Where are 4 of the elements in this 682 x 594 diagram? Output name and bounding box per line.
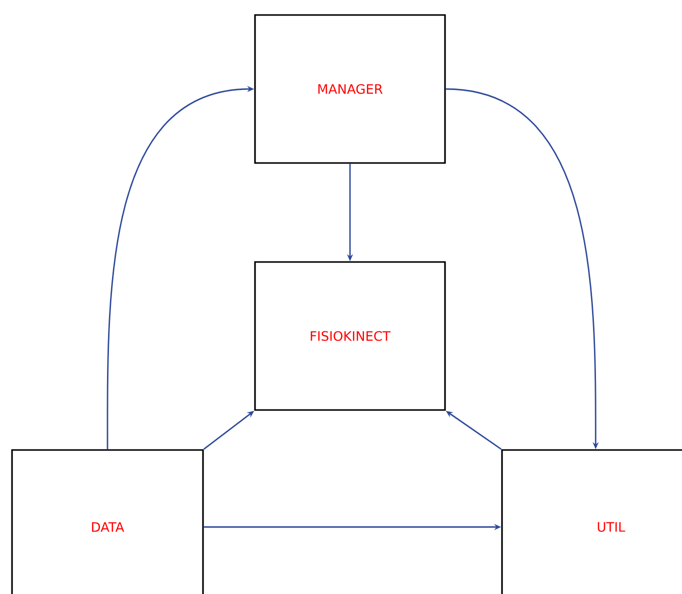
module-box: FISIOKINECT bbox=[254, 261, 446, 411]
module-box: UTIL bbox=[501, 449, 682, 594]
module-box: MANAGER bbox=[254, 14, 446, 164]
module-box: DATA bbox=[11, 449, 204, 594]
